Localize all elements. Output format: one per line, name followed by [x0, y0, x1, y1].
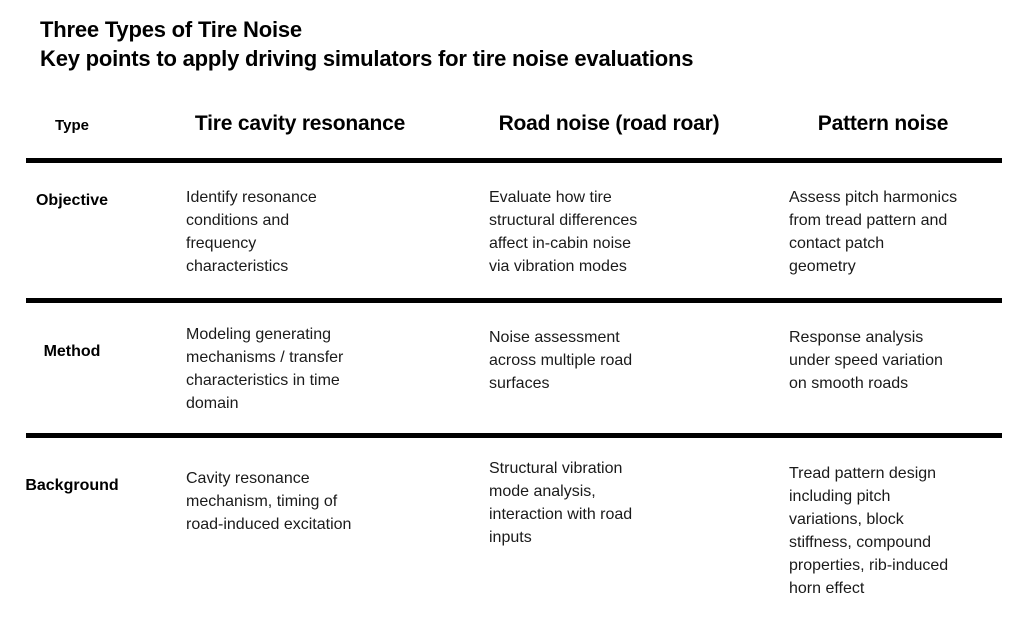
- table-cell: Assess pitch harmonics from tread patter…: [764, 163, 1002, 298]
- header-cell-road-noise: Road noise (road roar): [454, 112, 764, 158]
- table-cell: Noise assessment across multiple road su…: [454, 303, 764, 433]
- table-header-row: Type Tire cavity resonance Road noise (r…: [26, 100, 1002, 158]
- table-cell: Cavity resonance mechanism, timing of ro…: [146, 438, 454, 622]
- header-cell-pattern-noise: Pattern noise: [764, 112, 1002, 158]
- table-row-background: Background Cavity resonance mechanism, t…: [25, 433, 1002, 622]
- row-label: Objective: [35, 192, 109, 209]
- row-label-cell: Method: [26, 303, 146, 433]
- table-cell: Evaluate how tire structural differences…: [454, 163, 764, 298]
- header-cell-cavity-resonance: Tire cavity resonance: [146, 112, 454, 158]
- page-subtitle: Key points to apply driving simulators f…: [40, 46, 694, 71]
- table-row-objective: Objective Identify resonance conditions …: [26, 158, 1002, 298]
- cell-text: Identify resonance conditions and freque…: [186, 189, 317, 275]
- row-label: Background: [25, 477, 119, 494]
- cell-text: Tread pattern design including pitch var…: [789, 465, 949, 597]
- cell-text: Structural vibration mode analysis, inte…: [489, 460, 633, 546]
- column-header-label: Pattern noise: [817, 112, 949, 135]
- table-cell: Response analysis under speed variation …: [764, 303, 1002, 433]
- column-header-label: Tire cavity resonance: [194, 112, 406, 135]
- table-cell: Structural vibration mode analysis, inte…: [454, 438, 764, 622]
- table-row-method: Method Modeling generating mechanisms / …: [26, 298, 1002, 433]
- row-label-cell: Background: [25, 438, 146, 622]
- column-header-label: Road noise (road roar): [498, 112, 720, 135]
- table-cell: Identify resonance conditions and freque…: [146, 163, 454, 298]
- cell-text: Modeling generating mechanisms / transfe…: [186, 326, 344, 412]
- table-cell: Modeling generating mechanisms / transfe…: [146, 303, 454, 433]
- table-cell: Tread pattern design including pitch var…: [764, 438, 1002, 622]
- cell-text: Evaluate how tire structural differences…: [489, 189, 638, 275]
- page-title-block: Three Types of Tire Noise Key points to …: [40, 15, 693, 73]
- cell-text: Response analysis under speed variation …: [789, 329, 943, 392]
- tire-noise-table: Type Tire cavity resonance Road noise (r…: [25, 100, 1002, 622]
- cell-text: Cavity resonance mechanism, timing of ro…: [186, 470, 352, 533]
- row-label-cell: Objective: [26, 163, 146, 298]
- cell-text: Assess pitch harmonics from tread patter…: [789, 189, 958, 275]
- row-label: Method: [43, 343, 101, 360]
- header-cell-type: Type: [26, 112, 146, 158]
- type-header-label: Type: [55, 117, 89, 134]
- cell-text: Noise assessment across multiple road su…: [489, 329, 633, 392]
- page-title: Three Types of Tire Noise: [40, 17, 302, 42]
